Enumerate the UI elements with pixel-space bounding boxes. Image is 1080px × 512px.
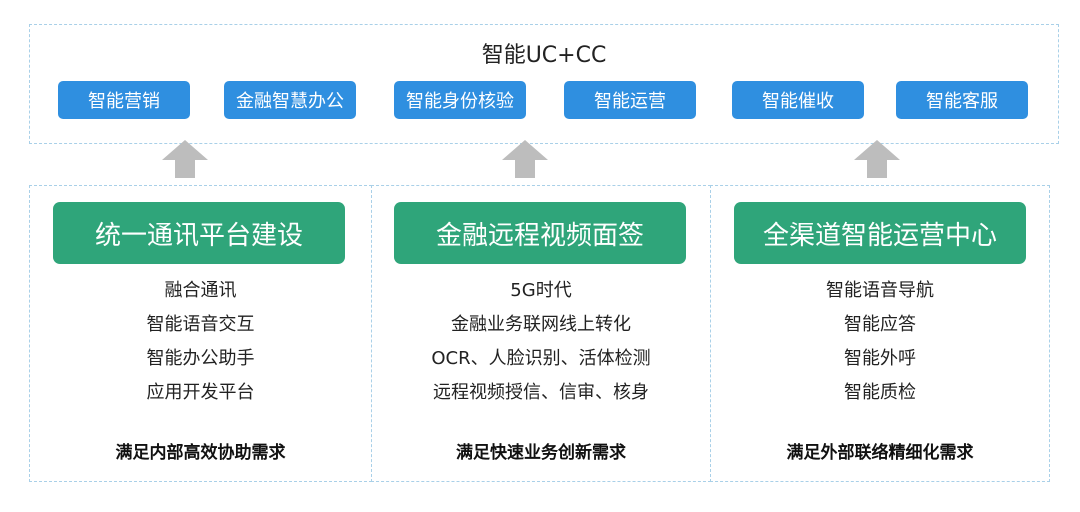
list-item: 金融业务联网线上转化 [451, 314, 631, 335]
top-title: 智能UC+CC [481, 43, 607, 68]
column-footer: 满足外部联络精细化需求 [786, 443, 974, 463]
top-panel: 智能UC+CC 智能营销 金融智慧办公 智能身份核验 智能运营 智能催收 智能客… [29, 24, 1059, 144]
list-item: 智能应答 [844, 314, 916, 335]
column-omnichannel-operations: 全渠道智能运营中心 智能语音导航 智能应答 智能外呼 智能质检 满足外部联络精细… [710, 185, 1050, 482]
column-remote-video-signing: 金融远程视频面签 5G时代 金融业务联网线上转化 OCR、人脸识别、活体检测 远… [371, 185, 711, 482]
column-header: 全渠道智能运营中心 [734, 202, 1026, 264]
column-header: 统一通讯平台建设 [53, 202, 345, 264]
list-item: 5G时代 [510, 280, 572, 301]
top-button-operations[interactable]: 智能运营 [564, 81, 696, 119]
column-item-list: 融合通讯 智能语音交互 智能办公助手 应用开发平台 [30, 274, 371, 410]
column-item-list: 智能语音导航 智能应答 智能外呼 智能质检 [711, 274, 1049, 410]
up-arrow-icon [502, 140, 548, 178]
list-item: 远程视频授信、信审、核身 [433, 382, 649, 403]
list-item: 融合通讯 [164, 280, 237, 301]
up-arrow-icon [162, 140, 208, 178]
top-button-marketing[interactable]: 智能营销 [58, 81, 190, 119]
list-item: 智能语音交互 [146, 314, 255, 335]
column-header: 金融远程视频面签 [394, 202, 686, 264]
column-footer: 满足快速业务创新需求 [456, 443, 626, 463]
list-item: 智能办公助手 [146, 348, 255, 369]
top-button-collection[interactable]: 智能催收 [732, 81, 864, 119]
list-item: 智能语音导航 [826, 280, 934, 301]
column-footer: 满足内部高效协助需求 [115, 443, 286, 463]
list-item: 智能外呼 [844, 348, 916, 369]
list-item: 智能质检 [844, 382, 916, 403]
top-button-service[interactable]: 智能客服 [896, 81, 1028, 119]
top-button-office[interactable]: 金融智慧办公 [224, 81, 356, 119]
list-item: OCR、人脸识别、活体检测 [431, 348, 651, 369]
top-button-identity[interactable]: 智能身份核验 [394, 81, 526, 119]
list-item: 应用开发平台 [146, 382, 255, 403]
column-item-list: 5G时代 金融业务联网线上转化 OCR、人脸识别、活体检测 远程视频授信、信审、… [372, 274, 710, 410]
up-arrow-icon [854, 140, 900, 178]
column-unified-communication: 统一通讯平台建设 融合通讯 智能语音交互 智能办公助手 应用开发平台 满足内部高… [29, 185, 372, 482]
